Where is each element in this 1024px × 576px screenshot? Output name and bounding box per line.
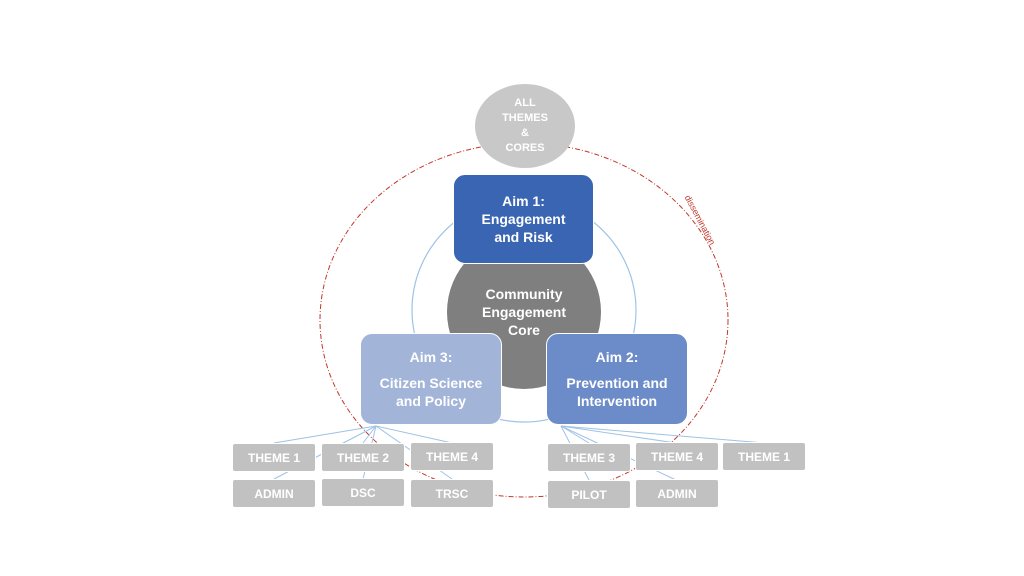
aim2-tag-pilot: PILOT — [547, 480, 631, 509]
aim-3-line-1: Citizen Science — [379, 375, 483, 391]
connector-aim2-theme4 — [560, 425, 677, 444]
dissemination-ring — [319, 142, 729, 498]
aim-2-title: Aim 2: — [595, 349, 639, 365]
aim3-tag-admin: ADMIN — [232, 479, 316, 508]
aim-2-line-2: Intervention — [576, 393, 658, 409]
aim-3-title: Aim 3: — [409, 349, 453, 365]
aim-2-line-1: Prevention and — [566, 375, 668, 391]
top-node-line-3: & — [521, 127, 529, 139]
aim-3-line-2: and Policy — [395, 393, 467, 409]
aim3-tag-trsc: TRSC — [410, 479, 494, 508]
aim-1-line-1: Engagement — [481, 211, 566, 227]
connector-aim2-theme1 — [560, 425, 765, 444]
aim-2-box: Aim 2: Prevention and Intervention — [546, 333, 688, 425]
aim2-tag-theme-3: THEME 3 — [547, 443, 631, 472]
connector-aim2-theme3 — [560, 425, 590, 444]
core-line-1: Community — [485, 286, 563, 302]
connector-aim3-theme4 — [375, 425, 453, 444]
top-node-line-2: THEMES — [502, 112, 548, 124]
aim3-tag-theme-4: THEME 4 — [410, 442, 494, 471]
aim-1-title: Aim 1: — [502, 193, 545, 209]
all-themes-cores-node: ALL THEMES & CORES — [475, 84, 575, 168]
aim-1-line-2: and Risk — [494, 229, 553, 245]
aim-1-box: Aim 1: Engagement and Risk — [453, 174, 594, 264]
aim-3-box: Aim 3: Citizen Science and Policy — [360, 333, 502, 425]
aim2-tag-theme-4: THEME 4 — [635, 442, 719, 471]
top-node-line-1: ALL — [514, 97, 536, 109]
connector-aim3-theme2 — [362, 425, 377, 444]
aim3-tag-dsc: DSC — [321, 478, 405, 507]
aim2-tag-theme-1: THEME 1 — [722, 442, 806, 471]
aim3-tag-theme-1: THEME 1 — [232, 443, 316, 472]
aim3-tag-theme-2: THEME 2 — [321, 443, 405, 472]
aim2-tag-admin: ADMIN — [635, 479, 719, 508]
core-line-3: Core — [508, 322, 540, 338]
top-node-line-4: CORES — [505, 142, 545, 154]
core-line-2: Engagement — [481, 304, 566, 320]
connector-aim3-theme1 — [273, 425, 377, 444]
